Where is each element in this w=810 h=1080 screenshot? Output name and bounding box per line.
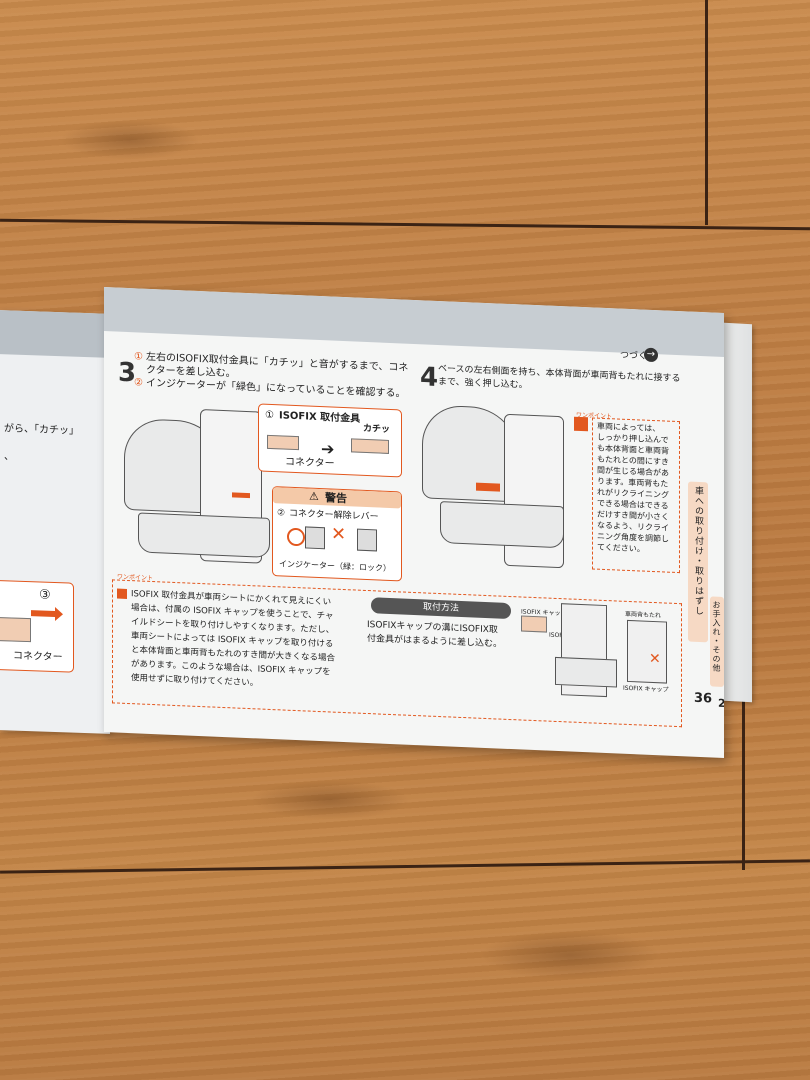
ok-circle-icon (287, 527, 305, 547)
step4-instruction: まで、強く押し込む。 (438, 376, 528, 391)
arrow-right-icon: ➔ (321, 439, 335, 459)
isofix-inset: ① ISOFIX 取付金具 カチッ ➔ コネクター (258, 403, 402, 478)
floor-seam (705, 0, 708, 225)
onepoint-line: てください。 (597, 542, 645, 554)
onepoint-box: 車両によっては、 しっかり押し込んで も本体背面と車両背 もたれとの間にすき 間… (592, 417, 680, 574)
step-number: 4 (420, 362, 439, 394)
bottom-note-box: ワンポイント ISOFIX 取付金具が車両シートにかくれて見えにくい 場合は、付… (112, 574, 682, 728)
onepoint-icon (574, 416, 588, 432)
indicator-drawing (305, 526, 325, 550)
inset-title: ISOFIX 取付金具 (279, 410, 361, 425)
lever-label: コネクター解除レバー (289, 508, 379, 523)
continue-arrow-icon: → (644, 347, 658, 363)
page-number: 36 (694, 690, 713, 707)
seat-base-illustration (138, 512, 270, 558)
page-header-band (0, 310, 110, 358)
page-header-band (104, 287, 724, 357)
connector-label: コネクター (13, 650, 63, 664)
circled-number: ① (134, 351, 143, 363)
diagram-label: ISOFIX キャップ (623, 684, 669, 694)
indicator-label: インジケーター（緑：ロック） (279, 559, 391, 574)
wood-knot (480, 930, 660, 980)
left-page: がら、「カチッ」 、 ③ コネクター (0, 310, 110, 734)
circled-number: ① (265, 409, 274, 422)
left-page-text: 、 (4, 451, 14, 463)
side-tab-label: 車への取り付け・取りはずし (693, 485, 703, 617)
point-icon (117, 588, 127, 599)
warning-title: 警告 (325, 491, 347, 506)
connector-drawing (267, 434, 299, 451)
wood-knot (60, 120, 200, 160)
circled-number: ② (277, 508, 286, 519)
vehicle-back-drawing (627, 619, 667, 684)
manual-page: つづく → 3 ① 左右のISOFIX取付金具に「カチッ」と音がするまで、コネ … (104, 287, 724, 758)
arrow-head-icon (55, 607, 63, 622)
isofix-cap-drawing (521, 615, 547, 633)
left-page-connector-inset: ③ コネクター (0, 579, 74, 673)
seat-base-illustration (440, 501, 564, 549)
point-tag: ワンポイント (117, 573, 154, 583)
method-pill: 取付方法 (371, 597, 511, 620)
side-tab-label: お手入れ・その他 (712, 600, 721, 673)
ng-cross-icon: ✕ (331, 523, 347, 546)
click-sound-label: カチッ (363, 423, 391, 435)
warning-header: ⚠ 警告 (273, 487, 401, 509)
circled-number: ② (134, 377, 143, 389)
push-arrow-icon (476, 482, 500, 492)
connector-drawing (0, 616, 31, 643)
continue-label: つづく (620, 350, 648, 362)
ng-cross-icon: ✕ (649, 650, 661, 668)
left-page-text: がら、「カチッ」 (4, 423, 79, 437)
warning-triangle-icon: ⚠ (309, 489, 319, 504)
floor-seam (742, 700, 745, 870)
connector-drawing (351, 438, 389, 454)
warning-box: ⚠ 警告 ② コネクター解除レバー ✕ インジケーター（緑：ロック） (272, 486, 402, 582)
arrow-right-icon (232, 492, 250, 499)
section-side-tab: 車への取り付け・取りはずし (688, 481, 708, 643)
step3-instruction: インジケーターが「緑色」になっていることを確認する。 (146, 377, 406, 400)
indicator-drawing (357, 528, 377, 552)
circled-number: ③ (39, 587, 51, 603)
page-number-partial: 2 (718, 696, 724, 711)
connector-label: コネクター (285, 456, 335, 470)
seat-base-drawing (555, 656, 617, 688)
arrow-right-icon (31, 610, 55, 617)
section-side-tab-2: お手入れ・その他 (710, 596, 724, 687)
wood-knot (250, 780, 410, 820)
